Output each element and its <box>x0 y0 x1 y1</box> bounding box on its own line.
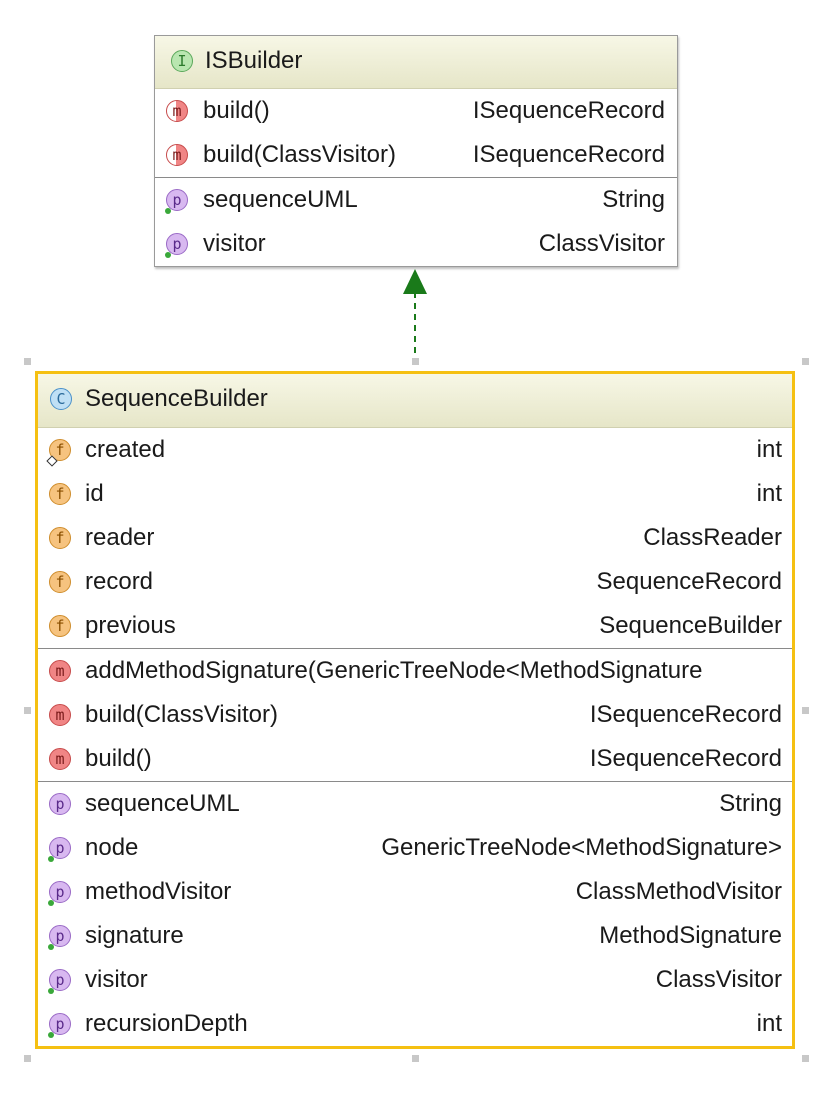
interface-method-row[interactable]: m build() ISequenceRecord <box>155 89 677 133</box>
field-row[interactable]: f reader ClassReader <box>38 516 792 560</box>
property-type: ClassMethodVisitor <box>575 878 782 905</box>
method-icon: m <box>49 704 71 726</box>
property-type: ClassVisitor <box>655 966 782 993</box>
property-icon: p <box>49 881 71 903</box>
property-icon: p <box>49 793 71 815</box>
property-row[interactable]: p sequenceUML String <box>38 782 792 826</box>
abstract-method-icon: m <box>166 100 188 122</box>
section-divider <box>155 177 677 178</box>
field-name: record <box>85 568 154 595</box>
resize-handle[interactable] <box>24 1055 31 1062</box>
field-name: created <box>85 436 166 463</box>
resize-handle[interactable] <box>24 358 31 365</box>
field-icon: f <box>49 483 71 505</box>
method-name: build() <box>203 97 270 124</box>
interface-method-row[interactable]: m build(ClassVisitor) ISequenceRecord <box>155 133 677 177</box>
property-type: MethodSignature <box>599 922 782 949</box>
field-icon: f <box>49 439 71 461</box>
interface-title: ISBuilder <box>205 47 303 74</box>
interface-icon: I <box>171 50 193 72</box>
property-name: node <box>85 834 139 861</box>
public-dot-icon <box>48 944 54 950</box>
method-type: ISequenceRecord <box>589 701 782 728</box>
sequencebuilder-header: C SequenceBuilder <box>38 374 792 428</box>
field-icon: f <box>49 615 71 637</box>
isbuilder-interface-box[interactable]: I ISBuilder m build() ISequenceRecord m … <box>154 35 678 267</box>
property-icon: p <box>166 233 188 255</box>
section-divider <box>38 648 792 649</box>
property-row[interactable]: p methodVisitor ClassMethodVisitor <box>38 870 792 914</box>
method-name: build() <box>85 745 152 772</box>
method-name: build(ClassVisitor) <box>203 141 396 168</box>
method-row[interactable]: m build(ClassVisitor) ISequenceRecord <box>38 693 792 737</box>
method-name: build(ClassVisitor) <box>85 701 278 728</box>
public-dot-icon <box>48 988 54 994</box>
property-row[interactable]: p recursionDepth int <box>38 1002 792 1046</box>
public-dot-icon <box>48 900 54 906</box>
field-icon: f <box>49 527 71 549</box>
public-dot-icon <box>165 252 171 258</box>
method-icon: m <box>49 660 71 682</box>
public-dot-icon <box>48 856 54 862</box>
method-row[interactable]: m build() ISequenceRecord <box>38 737 792 781</box>
method-type: ISequenceRecord <box>589 745 782 772</box>
field-type: ClassReader <box>643 524 782 551</box>
field-icon: f <box>49 571 71 593</box>
property-icon: p <box>49 925 71 947</box>
resize-handle[interactable] <box>802 1055 809 1062</box>
field-row[interactable]: f id int <box>38 472 792 516</box>
property-name: sequenceUML <box>85 790 240 817</box>
resize-handle[interactable] <box>412 1055 419 1062</box>
field-type: int <box>756 480 782 507</box>
abstract-method-icon: m <box>166 144 188 166</box>
property-type: String <box>602 186 665 213</box>
property-name: visitor <box>203 230 266 257</box>
field-type: int <box>756 436 782 463</box>
resize-handle[interactable] <box>802 358 809 365</box>
interface-property-row[interactable]: p visitor ClassVisitor <box>155 222 677 266</box>
property-name: recursionDepth <box>85 1010 248 1037</box>
class-icon: C <box>50 388 72 410</box>
method-name: addMethodSignature(GenericTreeNode<Metho… <box>85 657 703 684</box>
field-row[interactable]: f record SequenceRecord <box>38 560 792 604</box>
property-row[interactable]: p signature MethodSignature <box>38 914 792 958</box>
method-row[interactable]: m addMethodSignature(GenericTreeNode<Met… <box>38 649 792 693</box>
property-type: int <box>756 1010 782 1037</box>
field-type: SequenceBuilder <box>599 612 782 639</box>
section-divider <box>38 781 792 782</box>
resize-handle[interactable] <box>412 358 419 365</box>
property-name: methodVisitor <box>85 878 232 905</box>
method-icon: m <box>49 748 71 770</box>
public-dot-icon <box>165 208 171 214</box>
field-name: id <box>85 480 104 507</box>
property-type: String <box>719 790 782 817</box>
resize-handle[interactable] <box>24 707 31 714</box>
sequencebuilder-class-box[interactable]: C SequenceBuilder f created int f id int… <box>35 371 795 1049</box>
isbuilder-header: I ISBuilder <box>155 36 677 89</box>
property-name: visitor <box>85 966 148 993</box>
property-icon: p <box>49 1013 71 1035</box>
field-name: reader <box>85 524 155 551</box>
property-icon: p <box>49 969 71 991</box>
interface-property-row[interactable]: p sequenceUML String <box>155 178 677 222</box>
method-type: ISequenceRecord <box>472 141 665 168</box>
resize-handle[interactable] <box>802 707 809 714</box>
property-type: GenericTreeNode<MethodSignature> <box>381 834 782 861</box>
property-icon: p <box>166 189 188 211</box>
property-name: signature <box>85 922 184 949</box>
field-row[interactable]: f created int <box>38 428 792 472</box>
field-row[interactable]: f previous SequenceBuilder <box>38 604 792 648</box>
property-row[interactable]: p node GenericTreeNode<MethodSignature> <box>38 826 792 870</box>
arrowhead-icon <box>403 269 427 294</box>
method-type: ISequenceRecord <box>472 97 665 124</box>
property-row[interactable]: p visitor ClassVisitor <box>38 958 792 1002</box>
field-name: previous <box>85 612 176 639</box>
property-icon: p <box>49 837 71 859</box>
property-type: ClassVisitor <box>538 230 665 257</box>
property-name: sequenceUML <box>203 186 358 213</box>
public-dot-icon <box>48 1032 54 1038</box>
class-title: SequenceBuilder <box>85 385 268 412</box>
field-type: SequenceRecord <box>596 568 782 595</box>
